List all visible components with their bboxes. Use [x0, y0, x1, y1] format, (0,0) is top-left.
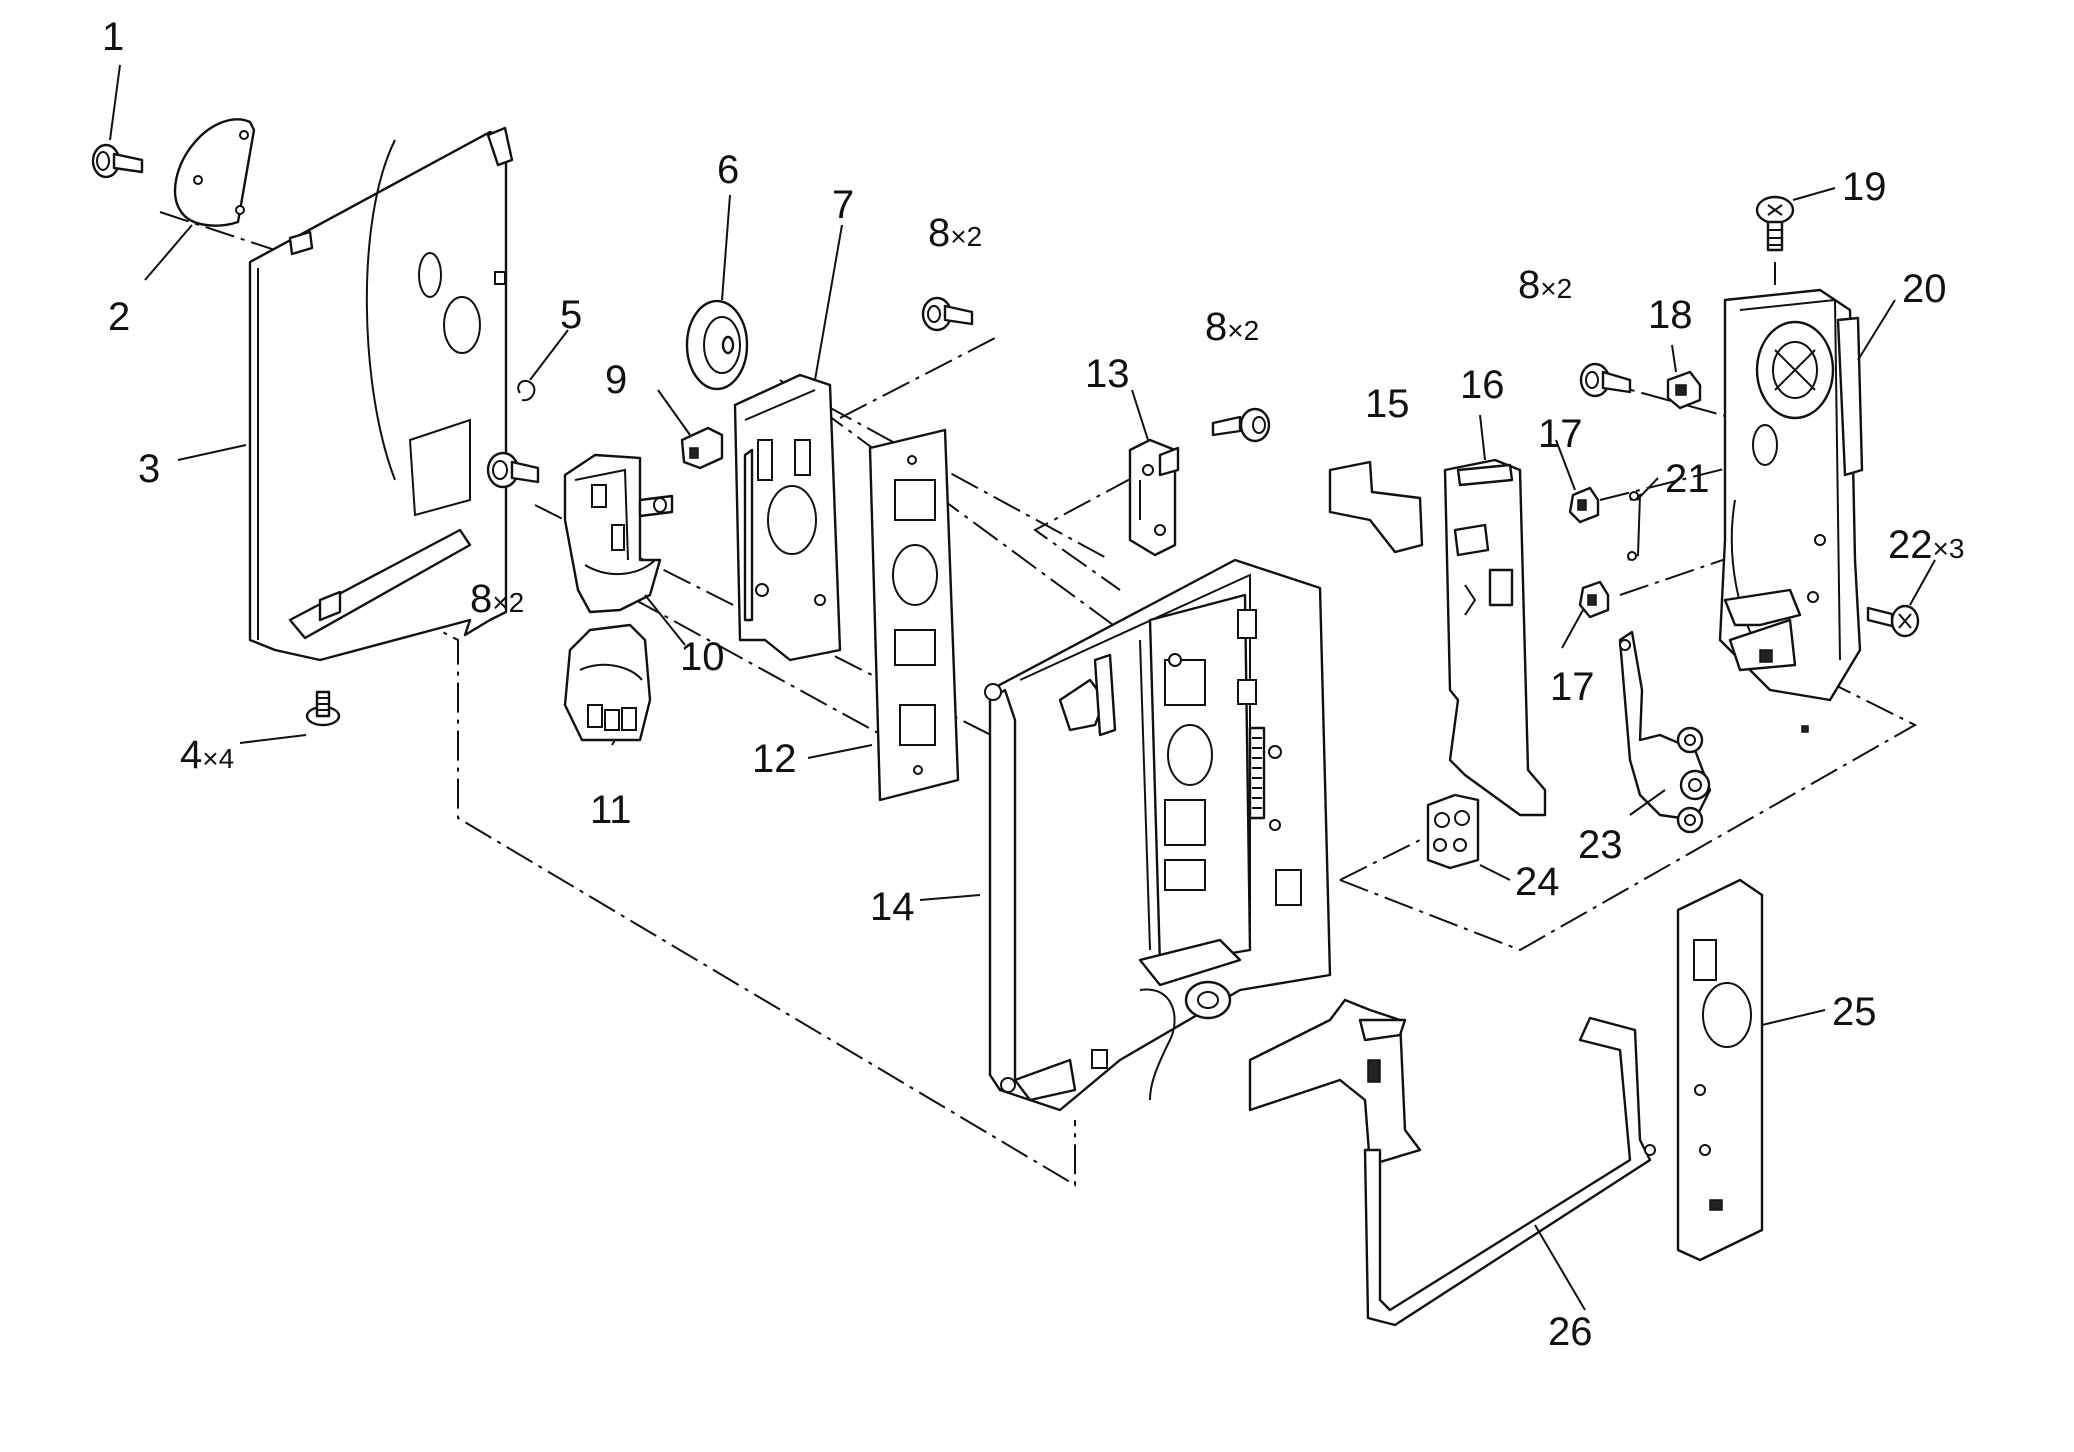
- part-16-circuit-board: [1443, 458, 1547, 817]
- part-17-clip-a: [1568, 486, 1600, 524]
- callout-17a: 17: [1538, 412, 1583, 456]
- part-3-side-panel: [248, 126, 514, 662]
- callout-12: 12: [752, 737, 797, 781]
- part-26-flex-cable: [1248, 998, 1656, 1327]
- callout-8c: 8×2: [1205, 305, 1259, 349]
- callout-25: 25: [1832, 990, 1877, 1034]
- callout-17b: 17: [1550, 665, 1595, 709]
- part-8-screw-c: [1211, 407, 1271, 443]
- part-24-bracket: [1426, 793, 1480, 870]
- part-15-flex-strip: [1328, 460, 1424, 554]
- callout-9: 9: [605, 358, 627, 402]
- callout-8d: 8×2: [1518, 263, 1572, 307]
- callout-18: 18: [1648, 293, 1693, 337]
- part-8-screw-d: [1579, 362, 1632, 398]
- part-21-spring-wire: [1627, 491, 1642, 561]
- callout-2: 2: [108, 295, 130, 339]
- part-7-motor-bracket: [733, 373, 842, 662]
- callout-13: 13: [1085, 352, 1130, 396]
- part-22-screw: [1866, 604, 1920, 638]
- part-23-roller-lever: [1618, 630, 1712, 834]
- part-5-e-ring: [517, 379, 536, 402]
- callout-14: 14: [870, 885, 915, 929]
- callout-10: 10: [680, 635, 725, 679]
- part-1-screw: [91, 143, 144, 179]
- part-9-connector: [680, 426, 724, 470]
- callout-8a: 8×2: [470, 577, 524, 621]
- callout-1: 1: [102, 15, 124, 59]
- callout-11: 11: [590, 788, 632, 832]
- callout-5: 5: [560, 293, 582, 337]
- callout-8b: 8×2: [928, 211, 982, 255]
- part-8-screw-a: [486, 451, 540, 489]
- callout-22: 22×3: [1888, 523, 1964, 567]
- callout-19: 19: [1842, 165, 1887, 209]
- callout-4: 4×4: [180, 733, 234, 777]
- part-14-main-chassis: [984, 558, 1332, 1112]
- part-11-lever: [563, 623, 652, 742]
- callout-20: 20: [1902, 267, 1947, 311]
- part-13-small-bracket: [1128, 438, 1180, 557]
- callout-7: 7: [832, 183, 854, 227]
- part-17-clip-b: [1578, 580, 1610, 619]
- callout-23: 23: [1578, 823, 1623, 867]
- callout-6: 6: [717, 148, 739, 192]
- part-8-screw-b: [921, 296, 974, 332]
- callout-21: 21: [1665, 457, 1710, 501]
- part-6-gear: [685, 299, 749, 391]
- callout-16: 16: [1460, 363, 1505, 407]
- callout-3: 3: [138, 447, 160, 491]
- callout-labels: 1 2 3 4×4 5 6 7 8×2 8×2 8×2 8×2 9 10 11 …: [102, 15, 1964, 1354]
- callout-24: 24: [1515, 860, 1560, 904]
- part-19-screw: [1755, 195, 1795, 252]
- leader-lines: [109, 64, 1936, 1311]
- part-12-insulator-sheet: [868, 428, 960, 802]
- callout-15: 15: [1365, 382, 1410, 426]
- part-2-cover-plate: [173, 118, 256, 227]
- callout-26: 26: [1548, 1310, 1593, 1354]
- part-4-screw: [305, 690, 341, 727]
- part-25-plate: [1676, 878, 1764, 1262]
- part-18-clip: [1666, 370, 1702, 410]
- part-10-bracket-assembly: [563, 453, 674, 614]
- part-20-mechanism-frame: [1718, 288, 1864, 733]
